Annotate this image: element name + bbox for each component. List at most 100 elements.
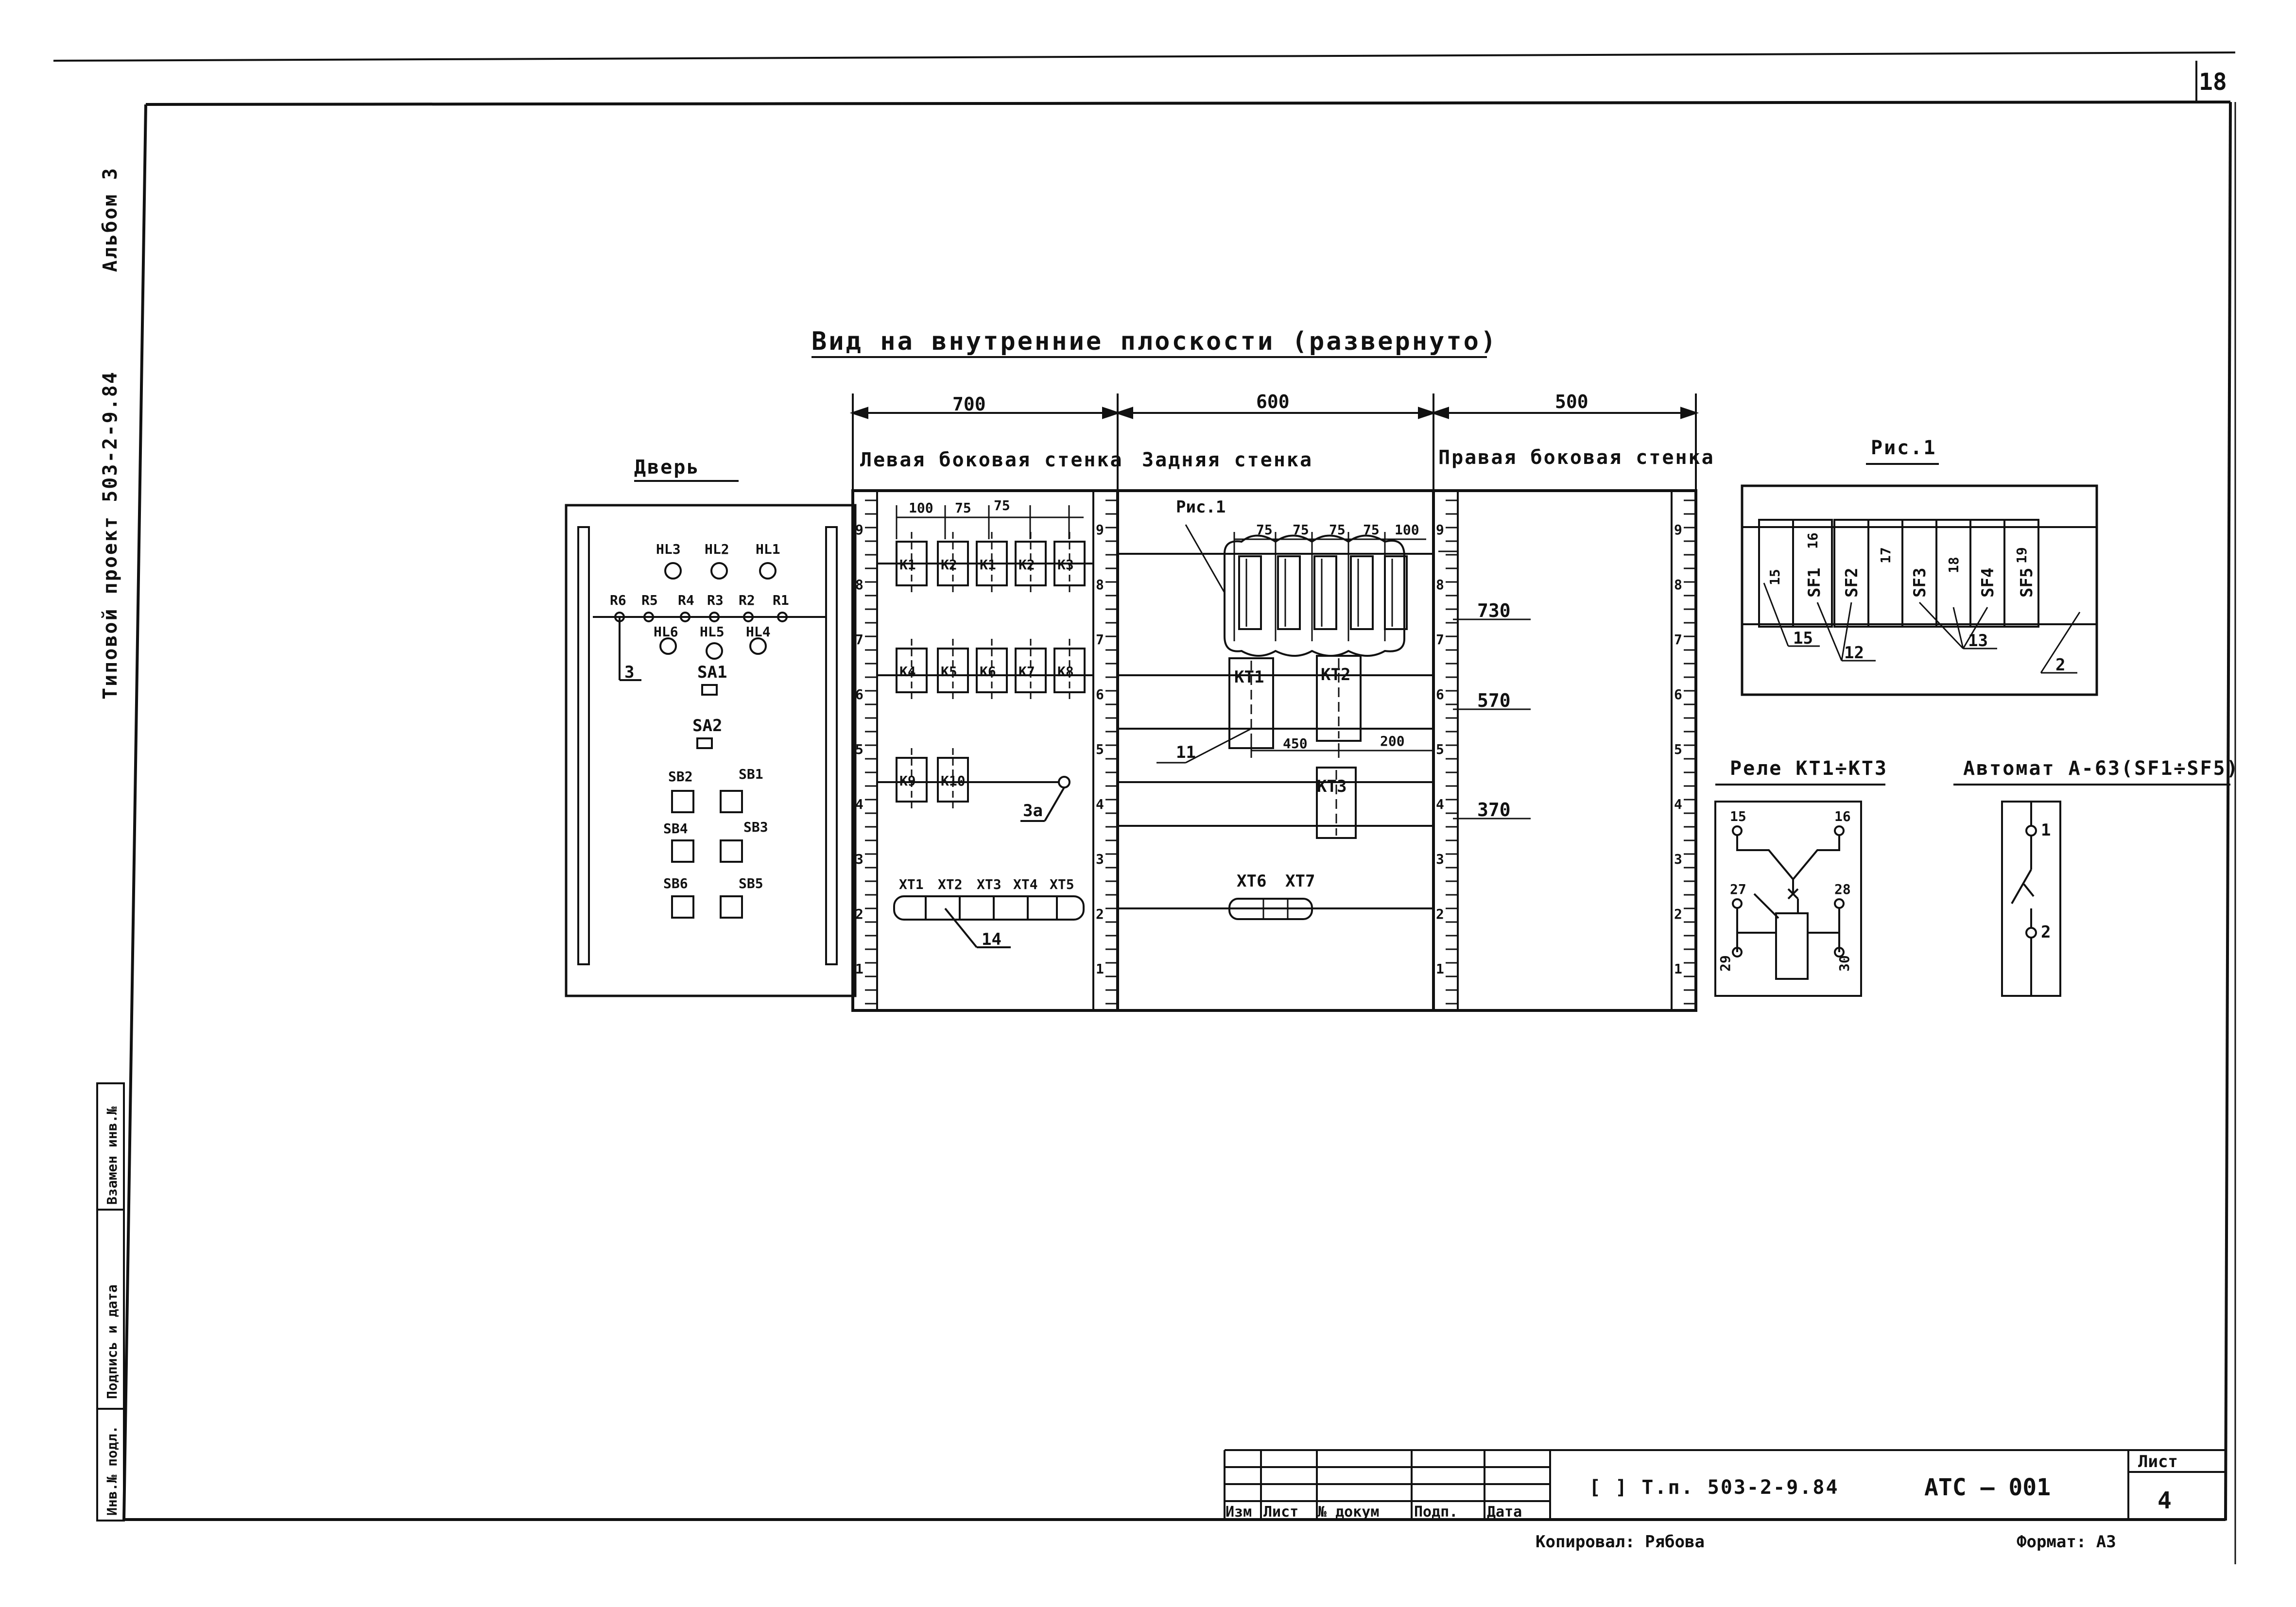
breaker-term-1: 1 (2041, 821, 2051, 840)
header-right-wall: Правая боковая стенка (1438, 446, 1715, 469)
fig1-sf3: SF3 (1910, 568, 1930, 598)
stamp-col-date: Дата (1487, 1504, 1522, 1521)
fig1-callout-2: 2 (2055, 655, 2065, 675)
stamp-col-doc: № докум (1318, 1504, 1379, 1521)
rail-number: 5 (1674, 741, 1682, 757)
fig1-title: Рис.1 (1871, 437, 1936, 459)
fig1-between-15: 15 (1767, 569, 1783, 585)
fig1-callout-15: 15 (1793, 629, 1813, 648)
rail-number: 7 (1674, 632, 1682, 648)
resistor-r1: R1 (773, 592, 789, 608)
stamp-col-izm: Изм (1226, 1504, 1252, 1521)
fig1-sf2: SF2 (1842, 568, 1862, 598)
relay-label: К1 (980, 557, 996, 573)
lamp-hl1: HL1 (756, 541, 780, 557)
side-stamp-sign: Подпись и дата (104, 1284, 120, 1399)
relay-label: К8 (1057, 664, 1074, 680)
stamp-doc-code: [ ] Т.п. 503-2-9.84 (1589, 1476, 1839, 1499)
walls-panel (851, 489, 1697, 1012)
fig1-between-17: 17 (1878, 547, 1894, 564)
left-terminal-block (893, 895, 1085, 948)
dim-back-100: 100 (1395, 522, 1419, 538)
callout-3a: 3а (1023, 801, 1043, 821)
button-sb3: SB3 (743, 819, 768, 835)
rail-number: 2 (855, 906, 863, 922)
header-door: Дверь (634, 456, 700, 479)
relay-label: К1 (899, 557, 916, 573)
relay-label: К4 (899, 664, 916, 680)
rail-number: 3 (1674, 851, 1682, 867)
rail-number: 1 (1674, 961, 1682, 977)
rail-number: 7 (1436, 632, 1444, 648)
switch-sa1: SA1 (697, 663, 727, 682)
rail-number: 4 (1674, 796, 1682, 812)
back-fig-ref: Рис.1 (1176, 497, 1226, 517)
rail-number: 6 (1096, 686, 1104, 702)
fig1-between-19: 19 (2014, 547, 2030, 564)
dim-back-75b: 75 (1293, 522, 1309, 538)
stamp-format: Формат: А3 (2017, 1532, 2116, 1552)
title-block (1224, 1449, 2226, 1520)
rail-number: 7 (1096, 632, 1104, 648)
stamp-designation: АТС — 001 (1924, 1474, 2051, 1501)
dim-200: 200 (1380, 733, 1405, 749)
dim-back-75d: 75 (1363, 522, 1380, 538)
rail-number: 2 (1096, 906, 1104, 922)
dim-right-width: 500 (1555, 391, 1588, 412)
stamp-sheet-value: 4 (2158, 1487, 2172, 1514)
header-left-wall: Левая боковая стенка (860, 449, 1123, 471)
rail-number: 4 (1436, 796, 1444, 812)
door-panel (565, 504, 857, 997)
page-number: 18 (2199, 68, 2227, 96)
breaker-term-2: 2 (2041, 923, 2051, 942)
fig1-between-16: 16 (1805, 532, 1821, 549)
relay-label: К5 (941, 664, 957, 680)
relay-term-28: 28 (1834, 881, 1851, 897)
rail-number: 1 (1436, 961, 1444, 977)
terminal-xt7: XT7 (1285, 872, 1315, 891)
resistor-r5: R5 (641, 592, 658, 608)
fig1-sf4: SF4 (1978, 568, 1998, 598)
lamp-hl6: HL6 (654, 624, 678, 640)
rail-number: 5 (855, 741, 863, 757)
fig1-callout-12: 12 (1844, 643, 1864, 663)
rail-number: 9 (1674, 522, 1682, 538)
rail-number: 3 (855, 851, 863, 867)
relay-term-16: 16 (1834, 808, 1851, 824)
dim-left-75a: 75 (955, 500, 971, 516)
lamp-hl2: HL2 (705, 541, 729, 557)
switch-sa2: SA2 (692, 716, 722, 735)
stamp-col-list: Лист (1263, 1504, 1298, 1521)
door-callout-3: 3 (624, 663, 634, 682)
relay-term-15: 15 (1730, 808, 1746, 824)
rail-number: 6 (855, 686, 863, 702)
dim-left-100: 100 (909, 500, 933, 516)
callout-14: 14 (982, 930, 1001, 949)
dim-left-width: 700 (952, 393, 986, 415)
rail-number: 4 (1096, 796, 1104, 812)
dim-370: 370 (1477, 799, 1511, 821)
button-sb4: SB4 (663, 821, 688, 837)
sheet-frame (53, 51, 2236, 1564)
rail-number: 8 (1436, 577, 1444, 593)
rail-number: 1 (1096, 961, 1104, 977)
rail-number: 6 (1436, 686, 1444, 702)
stamp-col-sign: Подп. (1414, 1504, 1458, 1521)
fig1-sf5: SF5 (2017, 568, 2037, 598)
terminal-xt1: XT1 (899, 876, 924, 892)
lamp-hl3: HL3 (656, 541, 681, 557)
button-sb5: SB5 (739, 875, 763, 891)
fig1-sf1: SF1 (1805, 568, 1824, 598)
terminal-xt5: XT5 (1050, 876, 1074, 892)
rail-number: 2 (1674, 906, 1682, 922)
dim-back-75c: 75 (1329, 522, 1346, 538)
fig1-callout-13: 13 (1968, 631, 1988, 650)
rail-number: 1 (855, 961, 863, 977)
relay-kt3: КТ3 (1317, 777, 1347, 796)
rail-number: 9 (1096, 522, 1104, 538)
button-sb2: SB2 (668, 769, 693, 785)
relay-label: К2 (941, 557, 957, 573)
button-sb6: SB6 (663, 875, 688, 891)
terminal-xt6: XT6 (1237, 872, 1266, 891)
